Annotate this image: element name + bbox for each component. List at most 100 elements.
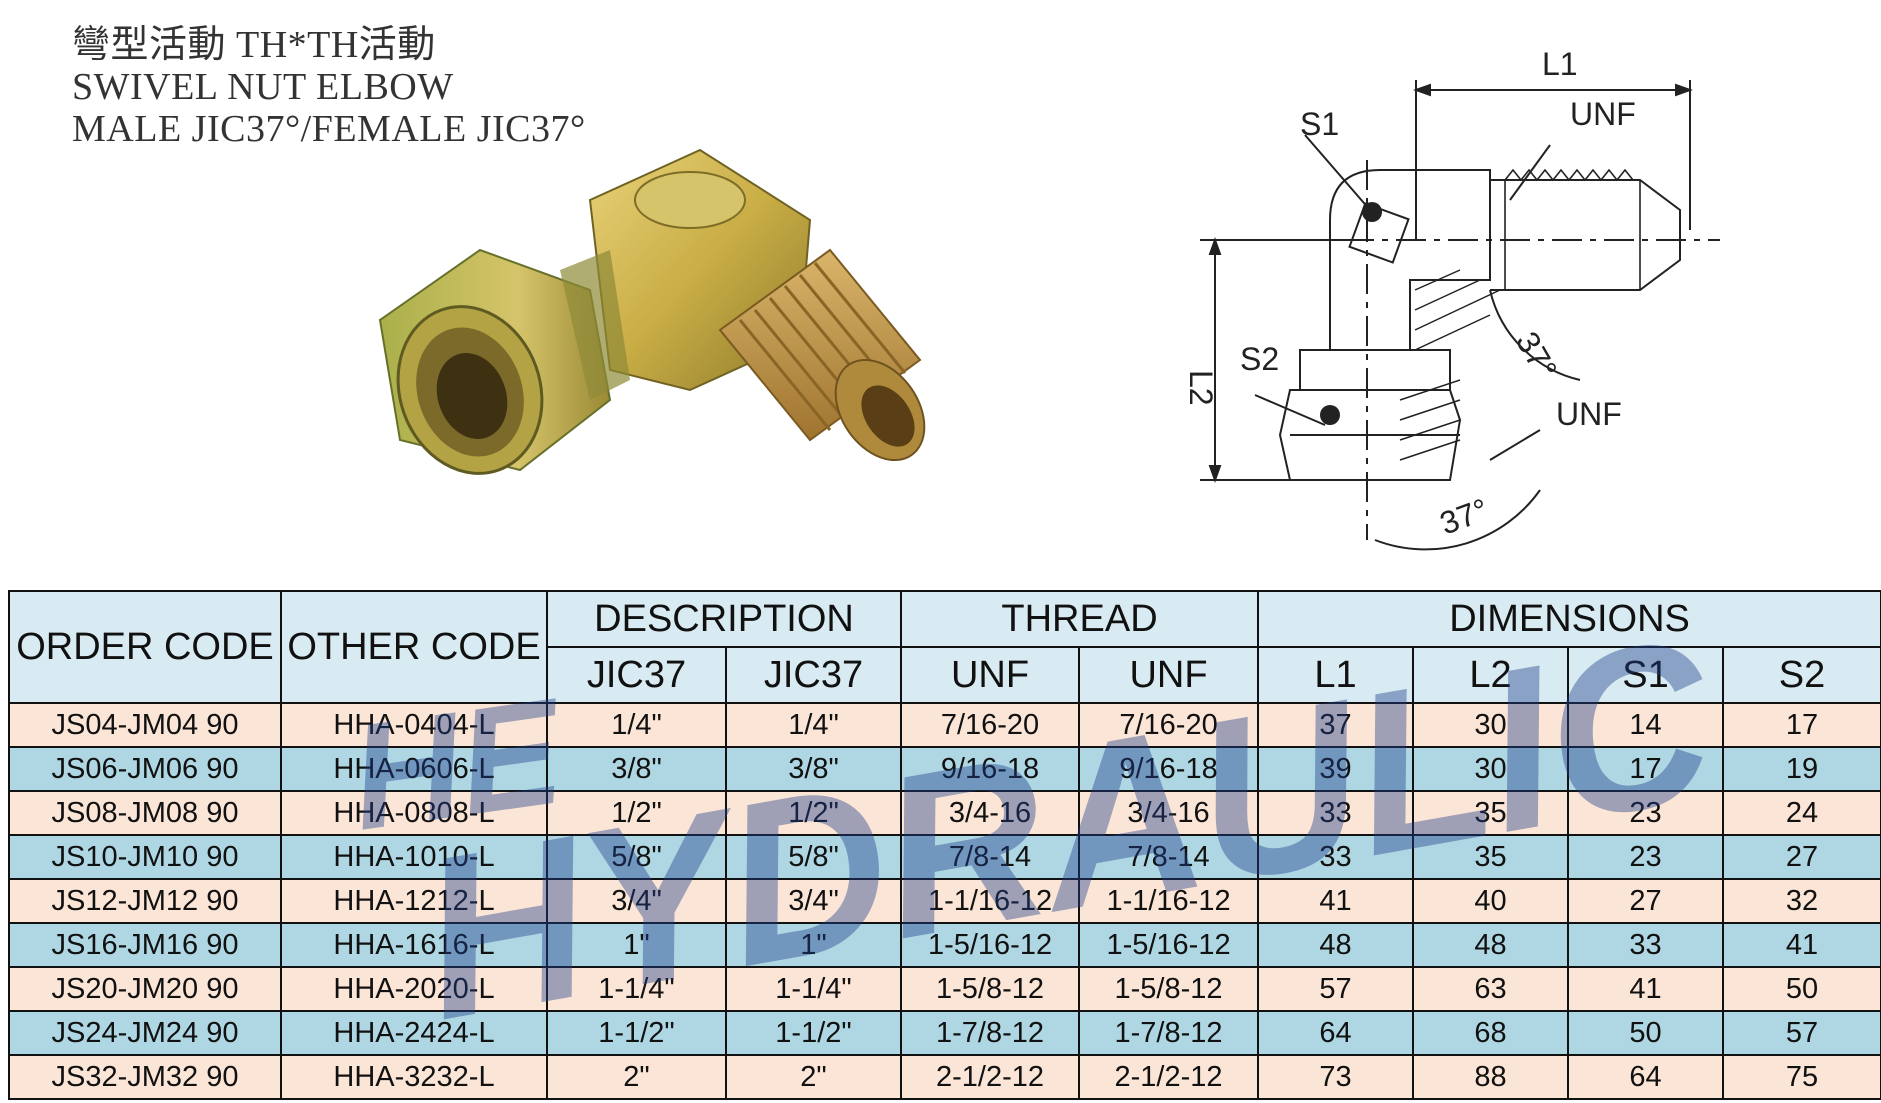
cell-other-code: HHA-2424-L xyxy=(280,1010,548,1056)
cell-other-code: HHA-0808-L xyxy=(280,790,548,836)
cell-l1: 33 xyxy=(1257,790,1415,836)
cell-unf-female: 1-5/16-12 xyxy=(1078,922,1260,968)
cell-jic37-female: 3/8" xyxy=(724,746,903,792)
cell-unf-female: 1-5/8-12 xyxy=(1078,966,1260,1012)
cell-l1: 37 xyxy=(1257,702,1415,748)
cell-unf-male: 7/16-20 xyxy=(900,702,1081,748)
label-angle-bottom: 37° xyxy=(1435,491,1493,541)
cell-jic37-male: 1/2" xyxy=(546,790,727,836)
cell-unf-female: 9/16-18 xyxy=(1078,746,1260,792)
cell-order-code: JS06-JM06 90 xyxy=(8,746,282,792)
label-unf-bottom: UNF xyxy=(1556,396,1622,432)
cell-s1: 17 xyxy=(1567,746,1725,792)
fitting-photo xyxy=(378,148,926,475)
cell-unf-male: 1-1/16-12 xyxy=(900,878,1081,924)
cell-l1: 73 xyxy=(1257,1054,1415,1100)
cell-jic37-male: 1/4" xyxy=(546,702,727,748)
cell-jic37-male: 3/4" xyxy=(546,878,727,924)
label-angle-top: 37° xyxy=(1509,326,1564,386)
cell-order-code: JS24-JM24 90 xyxy=(8,1010,282,1056)
cell-jic37-female: 1/2" xyxy=(724,790,903,836)
cell-other-code: HHA-1010-L xyxy=(280,834,548,880)
cell-l2: 40 xyxy=(1412,878,1570,924)
cell-unf-female: 1-7/8-12 xyxy=(1078,1010,1260,1056)
subheader-l2: L2 xyxy=(1412,646,1570,704)
cell-s1: 27 xyxy=(1567,878,1725,924)
cell-other-code: HHA-0404-L xyxy=(280,702,548,748)
title-block: 彎型活動 TH*TH活動 SWIVEL NUT ELBOW MALE JIC37… xyxy=(72,24,586,150)
cell-unf-male: 1-5/16-12 xyxy=(900,922,1081,968)
cell-unf-male: 1-7/8-12 xyxy=(900,1010,1081,1056)
spec-table: ORDER CODE OTHER CODE DESCRIPTION THREAD… xyxy=(8,590,1881,1100)
cell-unf-male: 3/4-16 xyxy=(900,790,1081,836)
cell-s1: 41 xyxy=(1567,966,1725,1012)
cell-unf-male: 2-1/2-12 xyxy=(900,1054,1081,1100)
cell-l2: 48 xyxy=(1412,922,1570,968)
cell-unf-female: 7/16-20 xyxy=(1078,702,1260,748)
cell-jic37-female: 1/4" xyxy=(724,702,903,748)
cell-l2: 30 xyxy=(1412,702,1570,748)
cell-s1: 23 xyxy=(1567,790,1725,836)
cell-other-code: HHA-1212-L xyxy=(280,878,548,924)
cell-s2: 19 xyxy=(1722,746,1881,792)
cell-jic37-female: 1" xyxy=(724,922,903,968)
subheader-unf-female: UNF xyxy=(1078,646,1260,704)
cell-s1: 14 xyxy=(1567,702,1725,748)
cell-l1: 33 xyxy=(1257,834,1415,880)
cell-s2: 50 xyxy=(1722,966,1881,1012)
cell-s2: 17 xyxy=(1722,702,1881,748)
cell-s1: 50 xyxy=(1567,1010,1725,1056)
cell-order-code: JS04-JM04 90 xyxy=(8,702,282,748)
cell-l2: 63 xyxy=(1412,966,1570,1012)
cell-unf-female: 3/4-16 xyxy=(1078,790,1260,836)
subheader-unf-male: UNF xyxy=(900,646,1081,704)
header-other-code: OTHER CODE xyxy=(280,590,548,704)
cell-l2: 30 xyxy=(1412,746,1570,792)
title-spec: MALE JIC37°/FEMALE JIC37° xyxy=(72,108,586,150)
cell-s2: 41 xyxy=(1722,922,1881,968)
header-dimensions: DIMENSIONS xyxy=(1257,590,1881,648)
title-product-name: SWIVEL NUT ELBOW xyxy=(72,66,454,108)
cell-s1: 33 xyxy=(1567,922,1725,968)
subheader-s2: S2 xyxy=(1722,646,1881,704)
cell-order-code: JS10-JM10 90 xyxy=(8,834,282,880)
cell-unf-male: 7/8-14 xyxy=(900,834,1081,880)
cell-jic37-female: 1-1/2" xyxy=(724,1010,903,1056)
cell-l2: 35 xyxy=(1412,790,1570,836)
cell-l1: 39 xyxy=(1257,746,1415,792)
cell-unf-male: 1-5/8-12 xyxy=(900,966,1081,1012)
cell-jic37-male: 3/8" xyxy=(546,746,727,792)
cell-order-code: JS12-JM12 90 xyxy=(8,878,282,924)
cell-other-code: HHA-2020-L xyxy=(280,966,548,1012)
cell-l2: 88 xyxy=(1412,1054,1570,1100)
cell-s1: 23 xyxy=(1567,834,1725,880)
cell-jic37-female: 2" xyxy=(724,1054,903,1100)
subheader-jic37-female: JIC37 xyxy=(724,646,903,704)
cell-unf-male: 9/16-18 xyxy=(900,746,1081,792)
cell-other-code: HHA-1616-L xyxy=(280,922,548,968)
cell-other-code: HHA-3232-L xyxy=(280,1054,548,1100)
cell-jic37-male: 5/8" xyxy=(546,834,727,880)
cell-l2: 35 xyxy=(1412,834,1570,880)
cell-s2: 24 xyxy=(1722,790,1881,836)
label-s1: S1 xyxy=(1300,106,1339,142)
cell-s2: 32 xyxy=(1722,878,1881,924)
cell-jic37-female: 3/4" xyxy=(724,878,903,924)
cell-order-code: JS16-JM16 90 xyxy=(8,922,282,968)
header-order-code: ORDER CODE xyxy=(8,590,282,704)
cell-unf-female: 7/8-14 xyxy=(1078,834,1260,880)
cell-unf-female: 1-1/16-12 xyxy=(1078,878,1260,924)
cell-order-code: JS08-JM08 90 xyxy=(8,790,282,836)
subheader-jic37-male: JIC37 xyxy=(546,646,727,704)
cell-l2: 68 xyxy=(1412,1010,1570,1056)
cell-s2: 75 xyxy=(1722,1054,1881,1100)
cell-order-code: JS20-JM20 90 xyxy=(8,966,282,1012)
title-chinese: 彎型活動 TH*TH活動 xyxy=(72,24,436,66)
